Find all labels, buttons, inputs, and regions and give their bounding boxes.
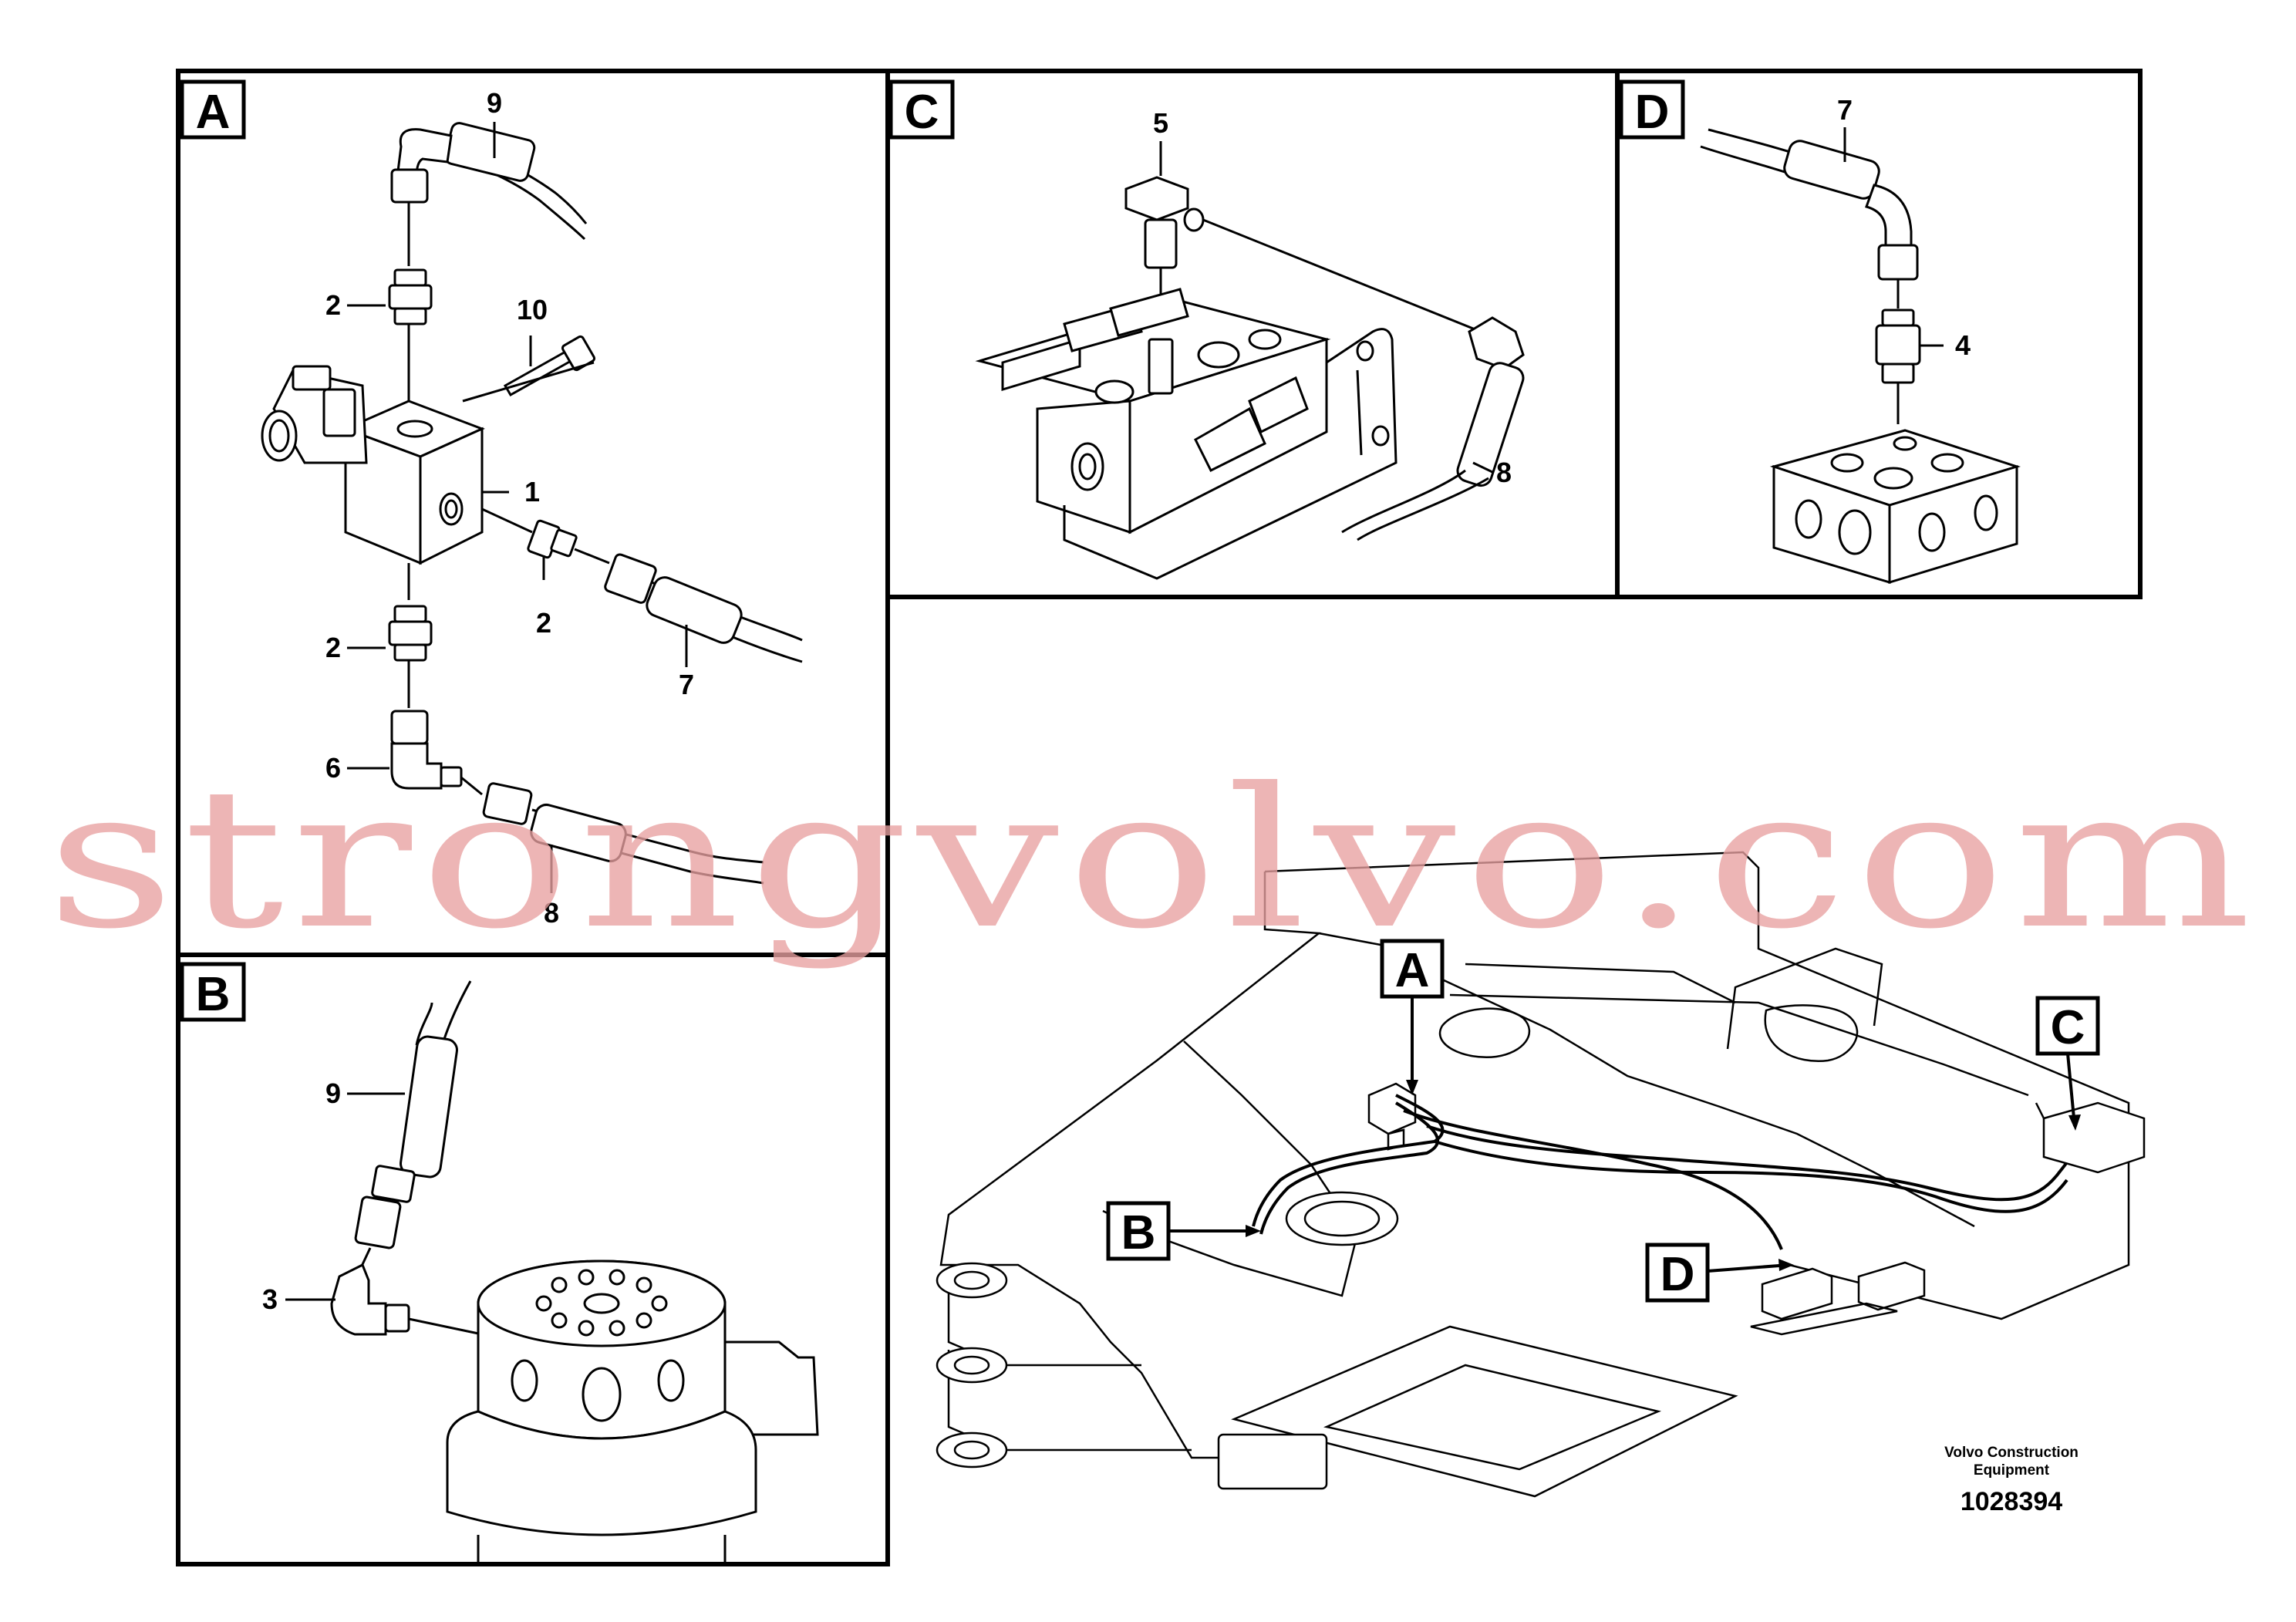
company-line-1: Volvo Construction	[1944, 1445, 2079, 1461]
callout-b-9: 9	[325, 1077, 341, 1109]
callout-a-2-right: 2	[536, 607, 551, 639]
drawing-number: 1028394	[1961, 1487, 2062, 1516]
callout-d-7: 7	[1837, 94, 1853, 126]
panel-d-drawing	[1700, 127, 2021, 585]
callout-a-6: 6	[325, 752, 341, 784]
panel-d-frame	[1615, 69, 2143, 599]
overview-marker-a-box	[1380, 939, 1445, 999]
overview-drawing: A B C D	[936, 851, 2146, 1498]
overview-marker-d-box	[1645, 1243, 1710, 1303]
panel-letter-boxes: A B C D	[180, 79, 1685, 1022]
panel-b-callouts: 9 3	[262, 1077, 341, 1315]
panel-a-letter: A	[196, 86, 231, 139]
panel-a-callouts: 9 2 10 1 2 2 7 6 8	[325, 87, 694, 929]
overview-marker-c: C	[2051, 1001, 2085, 1054]
panel-frames	[176, 69, 2143, 1566]
callout-b-3: 3	[262, 1283, 278, 1315]
footer: Volvo Construction Equipment 1028394	[1944, 1445, 2079, 1516]
callout-a-2-top: 2	[325, 289, 341, 321]
callout-d-4: 4	[1955, 329, 1971, 361]
callout-a-2-bottom: 2	[325, 632, 341, 663]
overview-marker-d: D	[1660, 1248, 1695, 1301]
panel-c-letter: C	[905, 86, 939, 139]
overview-marker-b: B	[1121, 1206, 1156, 1259]
panel-c-drawing	[975, 141, 1525, 580]
panel-b-drawing	[285, 980, 819, 1564]
callout-a-10: 10	[517, 294, 548, 325]
callout-c-8: 8	[1496, 457, 1512, 488]
panel-d-letter: D	[1635, 86, 1670, 139]
callout-a-1: 1	[524, 476, 540, 508]
panel-c-callouts: 5 8	[1153, 107, 1512, 488]
overview-marker-a: A	[1395, 944, 1430, 997]
callout-a-8: 8	[544, 897, 559, 929]
panel-b-frame	[176, 953, 890, 1566]
callout-c-5: 5	[1153, 107, 1168, 139]
callout-a-9: 9	[487, 87, 502, 119]
callout-a-7: 7	[679, 669, 694, 700]
company-line-2: Equipment	[1974, 1462, 2050, 1479]
panel-b-letter: B	[196, 968, 231, 1021]
watermark: strongvolvo.com	[46, 747, 2260, 971]
panel-a-drawing	[261, 122, 803, 893]
panel-d-callouts: 7 4	[1837, 94, 1971, 361]
